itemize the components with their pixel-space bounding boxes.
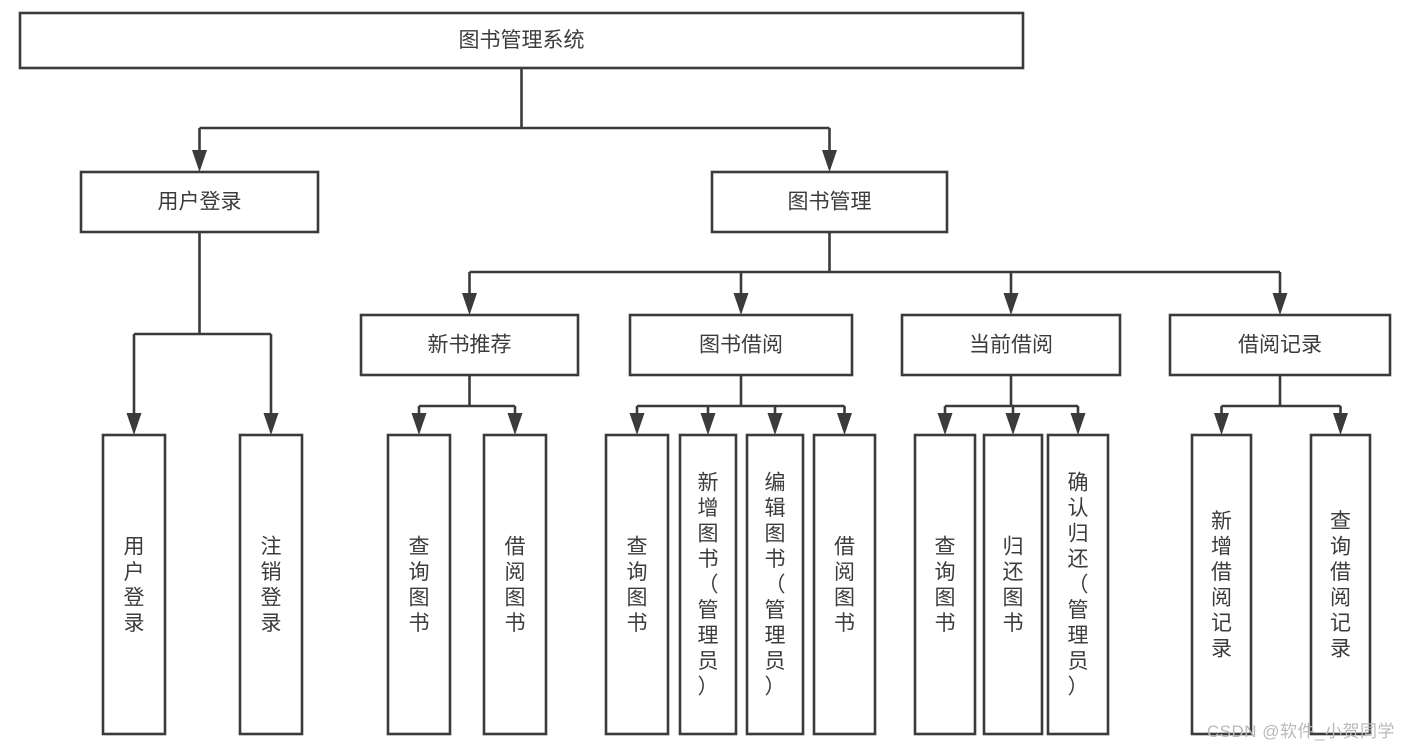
node-label: 新增借阅记录	[1211, 510, 1232, 661]
node-box[interactable]	[101, 433, 167, 736]
node-label: 图书管理系统	[459, 29, 585, 52]
node-label: 归还图书	[1003, 535, 1024, 635]
node-box[interactable]	[386, 433, 452, 736]
node-label: 注销登录	[261, 535, 282, 635]
node-box[interactable]	[79, 170, 320, 234]
node-label: 借阅图书	[505, 535, 526, 635]
node-box[interactable]	[900, 313, 1122, 377]
node-layer: 图书管理系统用户登录图书管理新书推荐图书借阅当前借阅借阅记录用户登录注销登录查询…	[18, 11, 1392, 736]
node-l3_1[interactable]: 注销登录	[238, 433, 304, 736]
node-box[interactable]	[1190, 433, 1253, 736]
node-l2_0[interactable]: 新书推荐	[359, 313, 580, 377]
edge-arrowhead	[1005, 413, 1021, 435]
edge-arrowhead	[263, 413, 279, 435]
node-l3_11[interactable]: 新增借阅记录	[1190, 433, 1253, 736]
node-box[interactable]	[913, 433, 977, 736]
node-label: 新增图书（管理员）	[698, 472, 719, 699]
node-box[interactable]	[359, 313, 580, 377]
node-label: 图书借阅	[699, 334, 783, 357]
node-box[interactable]	[710, 170, 949, 234]
node-box[interactable]	[745, 433, 805, 736]
edge-arrowhead	[937, 413, 953, 435]
node-l3_5[interactable]: 新增图书（管理员）	[678, 433, 738, 736]
edge-arrowhead	[192, 150, 207, 172]
node-label: 确认归还（管理员）	[1068, 472, 1089, 699]
node-label: 用户登录	[158, 191, 242, 214]
node-l3_12[interactable]: 查询借阅记录	[1309, 433, 1372, 736]
node-l3_7[interactable]: 借阅图书	[812, 433, 877, 736]
node-box[interactable]	[1168, 313, 1392, 377]
node-box[interactable]	[982, 433, 1044, 736]
edge-arrowhead	[1214, 413, 1229, 435]
node-label: 当前借阅	[969, 334, 1053, 357]
edge-arrowhead	[126, 413, 142, 435]
node-box[interactable]	[628, 313, 854, 377]
edge-arrowhead	[733, 293, 749, 315]
node-box[interactable]	[18, 11, 1025, 70]
node-label: 借阅图书	[834, 535, 855, 635]
node-label: 图书管理	[788, 191, 872, 214]
node-l3_0[interactable]: 用户登录	[101, 433, 167, 736]
node-l3_2[interactable]: 查询图书	[386, 433, 452, 736]
node-label: 查询图书	[627, 535, 648, 635]
node-box[interactable]	[482, 433, 548, 736]
node-root[interactable]: 图书管理系统	[18, 11, 1025, 70]
edge-arrowhead	[507, 413, 523, 435]
edge-layer	[126, 68, 1348, 435]
edge-arrowhead	[629, 413, 645, 435]
node-l3_10[interactable]: 确认归还（管理员）	[1046, 433, 1110, 736]
node-l2_1[interactable]: 图书借阅	[628, 313, 854, 377]
node-l3_9[interactable]: 归还图书	[982, 433, 1044, 736]
edge-arrowhead	[822, 150, 837, 172]
node-label: 编辑图书（管理员）	[765, 472, 786, 699]
edge-arrowhead	[1272, 293, 1288, 315]
edge-arrowhead	[1070, 413, 1086, 435]
edge-arrowhead	[411, 413, 427, 435]
node-label: 查询图书	[409, 535, 430, 635]
node-l2_2[interactable]: 当前借阅	[900, 313, 1122, 377]
edge-arrowhead	[1003, 293, 1019, 315]
node-l3_6[interactable]: 编辑图书（管理员）	[745, 433, 805, 736]
node-box[interactable]	[812, 433, 877, 736]
node-label: 新书推荐	[428, 334, 512, 357]
node-l3_8[interactable]: 查询图书	[913, 433, 977, 736]
edge-arrowhead	[837, 413, 852, 435]
node-label: 查询借阅记录	[1330, 510, 1351, 661]
node-box[interactable]	[678, 433, 738, 736]
node-label: 用户登录	[124, 535, 145, 635]
node-l3_3[interactable]: 借阅图书	[482, 433, 548, 736]
node-l3_4[interactable]: 查询图书	[604, 433, 670, 736]
node-label: 借阅记录	[1238, 334, 1322, 357]
node-l2_3[interactable]: 借阅记录	[1168, 313, 1392, 377]
node-l1_0[interactable]: 用户登录	[79, 170, 320, 234]
edge-arrowhead	[767, 413, 783, 435]
edge-arrowhead	[700, 413, 716, 435]
node-label: 查询图书	[935, 535, 956, 635]
edge-arrowhead	[1333, 413, 1348, 435]
node-box[interactable]	[604, 433, 670, 736]
node-box[interactable]	[238, 433, 304, 736]
node-l1_1[interactable]: 图书管理	[710, 170, 949, 234]
node-box[interactable]	[1309, 433, 1372, 736]
edge-arrowhead	[462, 293, 477, 315]
node-box[interactable]	[1046, 433, 1110, 736]
